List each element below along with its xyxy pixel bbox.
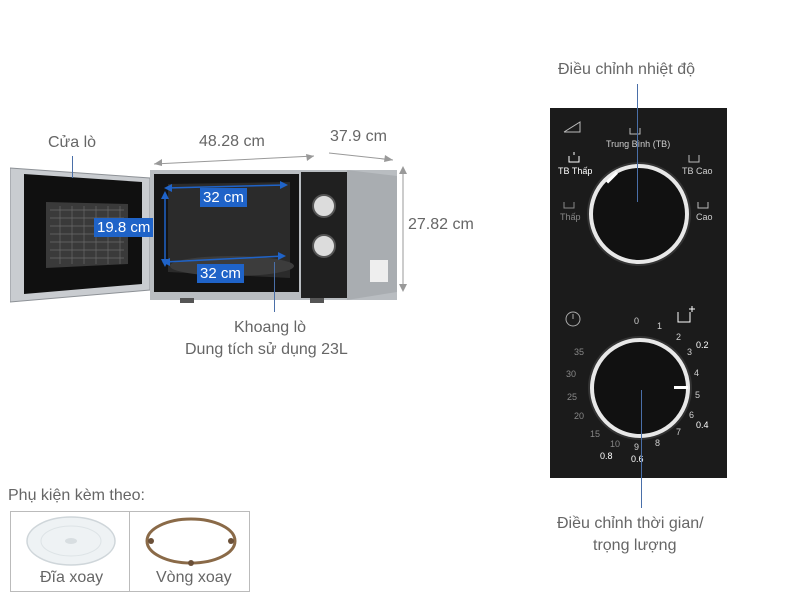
timer-minute-20: 20	[574, 411, 585, 421]
capacity-label: Dung tích sử dụng 23L	[185, 341, 348, 358]
microwave-mode-icon	[563, 121, 581, 133]
timer-weight-04: 0.4	[696, 420, 709, 430]
timer-minute-5: 5	[695, 390, 701, 400]
timer-minute-3: 3	[687, 347, 693, 357]
door-pointer	[72, 156, 73, 178]
low-power-icon	[563, 202, 575, 209]
timer-minute-2: 2	[676, 332, 682, 342]
timer-knob[interactable]	[590, 338, 690, 438]
roller-ring-icon	[145, 517, 237, 566]
power-pointer	[637, 84, 638, 202]
power-medium-label: Trung Bình (TB)	[606, 139, 671, 149]
medium-power-icon	[629, 128, 641, 135]
timer-minute-6: 6	[689, 410, 695, 420]
timer-weight-02: 0.2	[696, 340, 709, 350]
timer-minute-30: 30	[566, 369, 577, 379]
timer-minute-4: 4	[694, 368, 700, 378]
timer-minute-35: 35	[574, 347, 585, 357]
timer-minute-10: 10	[610, 439, 621, 449]
power-dial-label: Điều chỉnh nhiệt độ	[558, 61, 695, 78]
width-dimension: 48.28 cm	[199, 133, 265, 150]
cavity-pointer	[274, 262, 275, 312]
med-low-power-icon	[568, 152, 580, 163]
timer-minute-1: 1	[657, 321, 663, 331]
timer-clock-icon	[565, 311, 581, 327]
cavity-width-bottom-tag: 32 cm	[197, 264, 244, 283]
accessories-box	[10, 511, 250, 592]
power-knob[interactable]	[589, 164, 689, 264]
timer-dial-label-line1: Điều chỉnh thời gian/	[557, 515, 704, 532]
accessory-plate-label: Đĩa xoay	[40, 569, 104, 586]
power-med-high-label: TB Cao	[682, 166, 713, 176]
width-dimension-line	[153, 154, 315, 166]
timer-minute-15: 15	[590, 429, 601, 439]
timer-minute-9: 9	[634, 442, 640, 452]
timer-minute-0: 0	[634, 316, 640, 326]
timer-minute-25: 25	[567, 392, 578, 402]
med-high-power-icon	[688, 155, 700, 163]
timer-weight-08: 0.8	[600, 451, 613, 461]
depth-dimension-line	[328, 152, 394, 162]
door-label: Cửa lò	[48, 134, 97, 151]
accessories-divider	[129, 511, 130, 592]
power-high-label: Cao	[696, 212, 713, 222]
depth-dimension: 37.9 cm	[330, 128, 387, 145]
timer-weight-06: 0.6	[631, 454, 644, 464]
timer-dial-label-line2: trọng lượng	[593, 537, 677, 554]
power-low-label: Thấp	[560, 212, 581, 222]
turntable-plate-icon	[26, 516, 116, 566]
accessories-heading: Phụ kiện kèm theo:	[8, 487, 145, 504]
cavity-top-arrow	[164, 181, 288, 192]
height-dimension: 27.82 cm	[408, 216, 474, 233]
timer-pointer	[641, 390, 642, 508]
height-dimension-line	[399, 166, 407, 292]
cavity-label: Khoang lò	[234, 319, 307, 336]
timer-minute-7: 7	[676, 427, 682, 437]
accessory-ring-label: Vòng xoay	[156, 569, 232, 586]
high-power-icon	[697, 202, 709, 209]
cavity-bottom-arrow	[162, 252, 286, 266]
power-med-low-label: TB Thấp	[558, 166, 593, 176]
defrost-icon	[677, 306, 695, 323]
timer-minute-8: 8	[655, 438, 661, 448]
control-panel: Trung Bình (TB) TB Thấp TB Cao Thấp Cao …	[550, 108, 727, 478]
cavity-width-top-tag: 32 cm	[200, 188, 247, 207]
timer-knob-indicator	[674, 386, 688, 389]
cavity-height-tag: 19.8 cm	[94, 218, 154, 237]
